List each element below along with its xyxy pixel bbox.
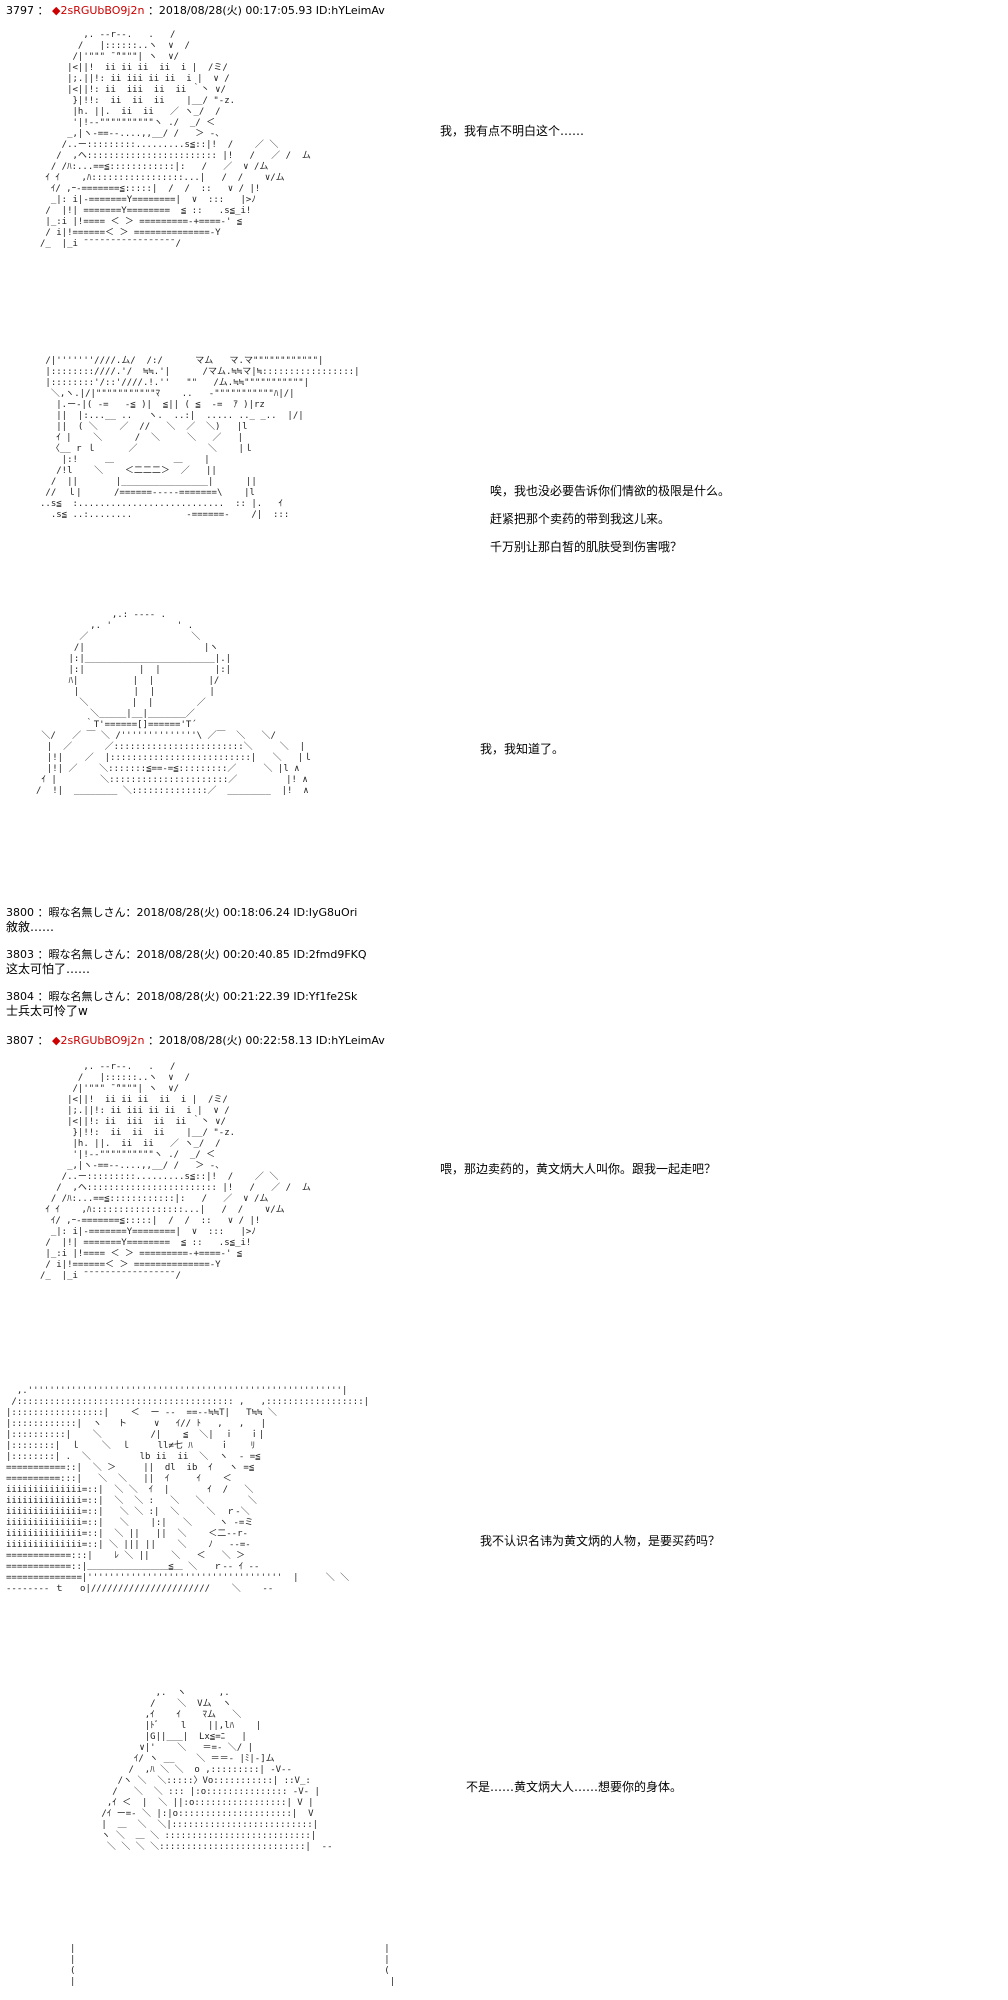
post-body-3803: 这太可怕了…… bbox=[6, 962, 91, 976]
dialogue-line: 赶紧把那个卖药的带到我这儿来。 bbox=[490, 512, 671, 526]
post-header-3807: 3807 ： ◆2sRGUbBO9j2n ：2018/08/28(火) 00:2… bbox=[6, 1034, 385, 1048]
post-separator: ： bbox=[37, 4, 49, 17]
dialogue-line: 喂，那边卖药的，黄文炳大人叫你。跟我一起走吧？ bbox=[440, 1162, 717, 1176]
dialogue-line: 不是……黄文炳大人……想要你的身体。 bbox=[466, 1780, 683, 1794]
post-body-3804: 士兵太可怜了w bbox=[6, 1004, 88, 1018]
post-body-3800: 敘敘…… bbox=[6, 920, 55, 934]
ascii-art-pharmacist: ,.''''''''''''''''''''''''''''''''''''''… bbox=[6, 1386, 370, 1594]
post-header-3800: 3800 ：暇な名無しさん：2018/08/28(火) 00:18:06.24 … bbox=[6, 906, 358, 919]
post-number: 3797 bbox=[6, 4, 34, 17]
ascii-art-officer: /|'''''''////.ム/ /:/ マム マ.マ""""""""""""|… bbox=[40, 356, 360, 520]
dialogue-line: 我，我有点不明白这个…… bbox=[440, 124, 585, 138]
post-header-3804: 3804 ：暇な名無しさん：2018/08/28(火) 00:21:22.39 … bbox=[6, 990, 358, 1003]
ascii-art-soldier-smirk: ,. ヽ ,. / ＼ Vム ヽ ,ｲ ｲ ﾏム ＼ |ﾄﾞ l ||,lﾊ |… bbox=[101, 1688, 333, 1852]
dialogue-line: 我，我知道了。 bbox=[480, 742, 565, 756]
dialogue-line: 唉，我也没必要告诉你们情欲的极限是什么。 bbox=[490, 484, 731, 498]
ascii-art-bottom: | | | | ( ( | bbox=[70, 1944, 396, 1987]
ascii-art-soldier-back: ,.: ‐‐‐‐ . ,. ' ' . ／ ＼ /| |ヽ |:|_______… bbox=[36, 610, 313, 796]
post-header-3803: 3803 ：暇な名無しさん：2018/08/28(火) 00:20:40.85 … bbox=[6, 948, 367, 961]
post-header-3797: 3797 ： ◆2sRGUbBO9j2n ：2018/08/28(火) 00:1… bbox=[6, 4, 385, 18]
trip-code: ◆2sRGUbBO9j2n bbox=[52, 1034, 145, 1047]
trip-code: ◆2sRGUbBO9j2n bbox=[52, 4, 145, 17]
post-meta: ：2018/08/28(火) 00:17:05.93 ID:hYLeimAv bbox=[147, 4, 385, 17]
post-separator: ： bbox=[37, 1034, 49, 1047]
dialogue-line: 千万别让那白皙的肌肤受到伤害哦？ bbox=[490, 540, 683, 554]
post-number: 3807 bbox=[6, 1034, 34, 1047]
ascii-art-soldier: ,. -‐r‐-. . / / |::::::..ヽ ∨ / /|'""" ̄ … bbox=[40, 30, 311, 249]
ascii-art-soldier: ,. -‐r‐-. . / / |::::::..ヽ ∨ / /|'""" ̄ … bbox=[40, 1062, 311, 1281]
dialogue-line: 我不认识名讳为黄文炳的人物，是要买药吗？ bbox=[480, 1534, 721, 1548]
post-meta: ：2018/08/28(火) 00:22:58.13 ID:hYLeimAv bbox=[147, 1034, 385, 1047]
